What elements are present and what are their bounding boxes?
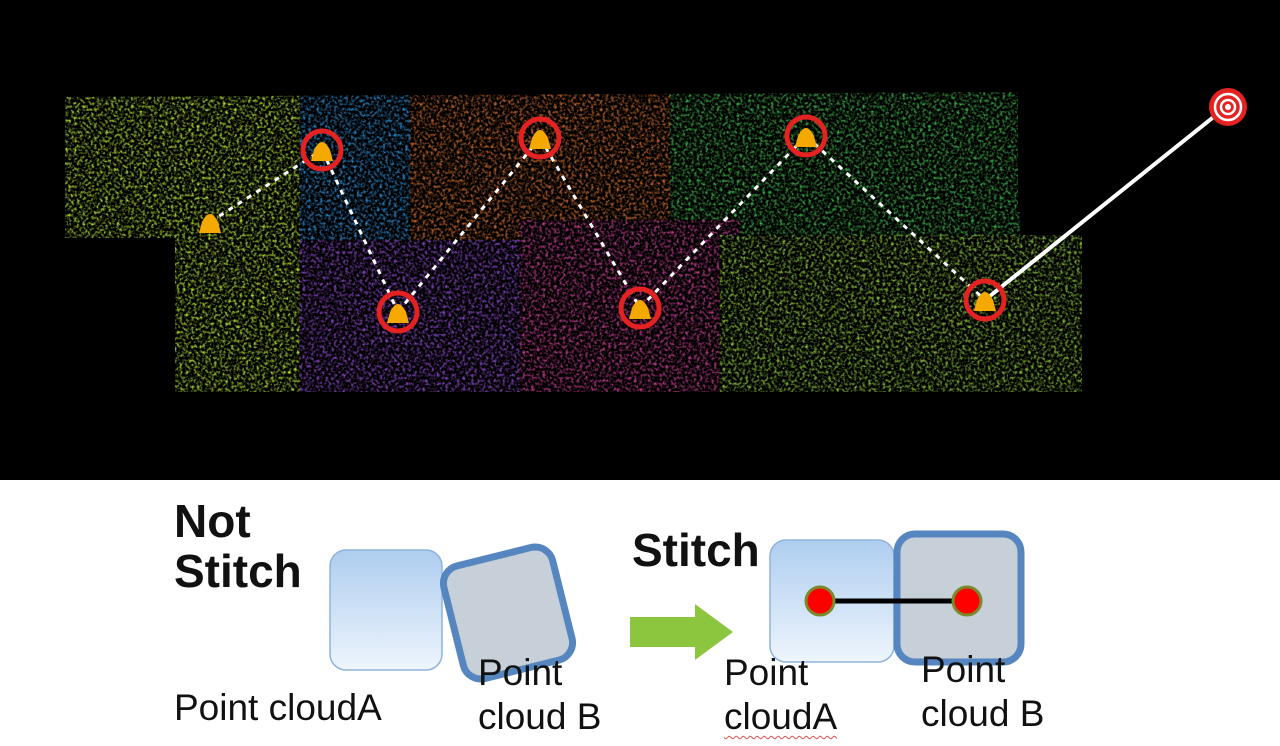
scan-station-marker-icon: [376, 290, 420, 334]
path-segment: [320, 149, 400, 313]
region-blue: [300, 92, 410, 260]
not-stitch-title-line: Not: [174, 495, 251, 547]
region-magenta: [520, 220, 740, 392]
scan-station-marker-icon: [618, 286, 662, 330]
scan-station-marker-icon: [963, 278, 1007, 322]
region-light-green: [720, 235, 1082, 392]
scan-station-marker-icon: [784, 114, 828, 158]
connect-point: [804, 585, 836, 617]
path-segment: [804, 134, 987, 302]
point-cloud-map: [0, 0, 1280, 480]
path-segment: [396, 137, 542, 313]
not-stitch-title: Not Stitch: [174, 496, 302, 596]
scan-station-marker-icon: [300, 128, 344, 172]
target-marker-icon: [1209, 88, 1247, 126]
scan-station-marker-icon: [518, 116, 562, 160]
cloud-a-label: Point cloudA: [174, 686, 382, 730]
cloud-a-label-line: cloudA: [724, 696, 838, 737]
point-cloud-a-box: [329, 549, 443, 671]
connect-point: [951, 585, 983, 617]
cloud-a-label-line: Point: [724, 652, 809, 693]
cloud-b-label: Point cloud B: [921, 648, 1044, 736]
scan-station-marker-icon: [199, 214, 221, 233]
cloud-b-label-line: cloud B: [478, 696, 602, 737]
stitch-diagram: [329, 530, 1025, 683]
point-cloud-b-box: [439, 543, 577, 683]
cloud-b-label-line: Point: [478, 652, 563, 693]
building-outline: [65, 92, 1082, 392]
cloud-b-label-line: cloud B: [921, 693, 1045, 734]
stitch-title: Stitch: [632, 524, 760, 576]
cloud-b-label: Point cloud B: [478, 651, 601, 739]
arrow-right-icon: [630, 604, 733, 660]
not-stitch-title-line: Stitch: [174, 545, 302, 597]
cloud-a-label-line: Point cloudA: [174, 687, 382, 728]
scan-path: [209, 105, 1228, 313]
cloud-b-label-line: Point: [921, 649, 1006, 690]
path-segment: [209, 148, 323, 224]
path-segment: [983, 105, 1228, 302]
path-segment: [638, 134, 808, 310]
cloud-a-label: Point cloudA: [724, 651, 837, 739]
